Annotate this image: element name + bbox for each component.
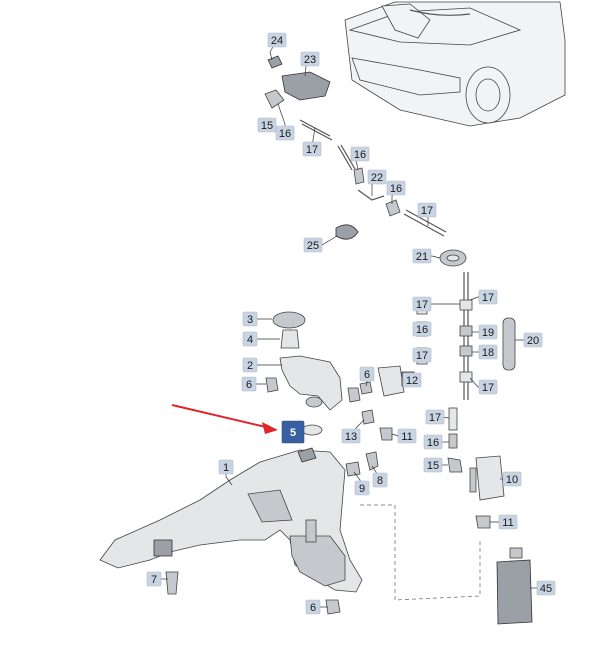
part-label-box-l45 — [536, 580, 556, 596]
part-label-l8: 8 — [377, 475, 383, 487]
part-label-l24a: 24 — [271, 35, 283, 47]
part-label-l16d: 16 — [416, 324, 428, 336]
washer-reservoir — [99, 447, 363, 615]
part-label-box-l17e — [412, 347, 432, 363]
part-label-box-l24a — [267, 32, 287, 48]
part-label-l9: 9 — [359, 483, 365, 495]
part-label-box-l17b — [417, 202, 437, 218]
part-label-box-l16b — [350, 146, 370, 162]
part-label-box-l22 — [367, 169, 387, 185]
part-label-l6b: 6 — [364, 369, 370, 381]
part-label-box-l10 — [502, 471, 522, 487]
part-label-box-l17f — [478, 379, 498, 395]
part-label-l20: 20 — [527, 335, 539, 347]
part-label-box-l1 — [218, 459, 234, 475]
part-label-box-l8 — [372, 472, 388, 488]
part-label-box-l25 — [303, 237, 323, 253]
part-label-l16e: 16 — [427, 437, 439, 449]
highlight-arrow — [171, 404, 278, 434]
part-label-l18: 18 — [482, 347, 494, 359]
part-label-box-l16d — [412, 321, 432, 337]
filler-neck-assembly — [265, 311, 361, 436]
part-label-l16a: 16 — [279, 128, 291, 140]
part-label-l25: 25 — [307, 240, 319, 252]
part-label-box-l15a — [257, 117, 277, 133]
part-label-box-l2 — [242, 357, 258, 373]
part-label-l19: 19 — [482, 327, 494, 339]
part-label-l45: 45 — [540, 583, 552, 595]
part-label-box-l20 — [523, 332, 543, 348]
part-label-box-l17d — [478, 289, 498, 305]
part-label-box-l15b — [423, 457, 443, 473]
part-label-l13: 13 — [345, 431, 357, 443]
part-label-l4: 4 — [247, 334, 253, 346]
part-label-l17c: 17 — [416, 299, 428, 311]
part-label-l10: 10 — [506, 474, 518, 486]
part-label-l23: 23 — [304, 54, 316, 66]
part-label-box-l21 — [412, 248, 432, 264]
pump-assembly-right — [469, 455, 505, 529]
fluid-bottle — [496, 547, 533, 625]
part-label-l12: 12 — [406, 375, 418, 387]
part-label-l17d: 17 — [482, 292, 494, 304]
part-label-box-l16a — [275, 125, 295, 141]
part-label-box-l11a — [397, 428, 417, 444]
part-label-box-l19 — [478, 324, 498, 340]
part-label-l17b: 17 — [421, 205, 433, 217]
part-label-l16b: 16 — [354, 149, 366, 161]
part-label-box-l4 — [242, 331, 258, 347]
part-label-box-l17c — [412, 296, 432, 312]
part-label-l17a: 17 — [306, 144, 318, 156]
part-label-box-l12 — [402, 372, 422, 388]
part-label-box-l16c — [386, 180, 406, 196]
part-label-l16c: 16 — [390, 183, 402, 195]
part-label-box-l6c — [305, 599, 321, 615]
part-label-box-l3 — [242, 311, 258, 327]
part-label-l7: 7 — [151, 574, 157, 586]
part-label-l17f: 17 — [482, 382, 494, 394]
part-label-l15a: 15 — [261, 120, 273, 132]
part-label-l2: 2 — [247, 360, 253, 372]
part-label-l3: 3 — [247, 314, 253, 326]
part-label-box-l17a — [302, 141, 322, 157]
pump-assembly-left — [345, 365, 415, 477]
part-label-box-l16e — [423, 434, 443, 450]
part-label-box-l6a — [241, 376, 257, 392]
part-label-l5: 5 — [290, 427, 296, 439]
part-label-l22: 22 — [371, 172, 383, 184]
part-label-box-l9 — [354, 480, 370, 496]
part-label-l11b: 11 — [502, 517, 513, 529]
part-label-l1: 1 — [223, 462, 229, 474]
right-hose-chain — [416, 249, 516, 473]
part-label-l6a: 6 — [246, 379, 252, 391]
hose-routing — [360, 504, 481, 601]
part-label-l6c: 6 — [310, 602, 316, 614]
part-label-box-l18 — [478, 344, 498, 360]
part-label-l11a: 11 — [401, 431, 412, 443]
part-label-box-l23 — [300, 51, 320, 67]
part-label-box-l6b — [359, 366, 375, 382]
part-label-l17g: 17 — [429, 412, 441, 424]
car-illustration — [344, 1, 566, 127]
part-label-box-l5 — [281, 420, 305, 444]
part-label-box-l11b — [498, 514, 518, 530]
part-label-box-l7 — [146, 571, 162, 587]
part-label-l15b: 15 — [427, 460, 439, 472]
part-label-l17e: 17 — [416, 350, 428, 362]
part-label-box-l13 — [341, 428, 361, 444]
part-label-box-l17g — [425, 409, 445, 425]
part-label-l21: 21 — [416, 251, 428, 263]
